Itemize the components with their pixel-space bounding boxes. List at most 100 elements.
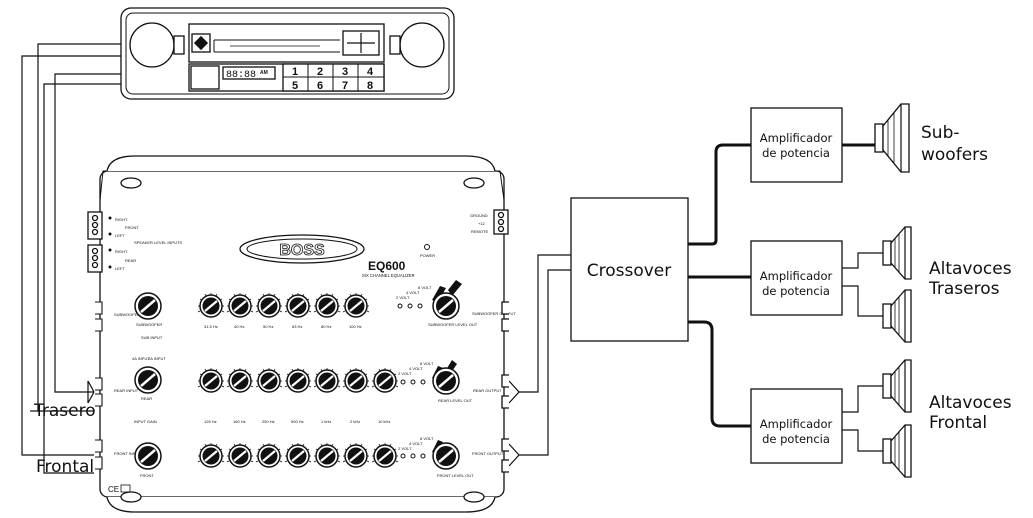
front-speakers-label-line1: Altavoces — [929, 393, 1012, 413]
sub-volt-2: 2 VOLT — [396, 295, 410, 300]
wiring — [21, 43, 883, 474]
input-gain-label: INPUT GAIN — [134, 419, 157, 424]
preset-buttons: 1 2 3 4 5 6 7 8 — [282, 63, 385, 92]
clock-display: 88:88 — [226, 70, 256, 81]
rear-speaker-lower — [882, 289, 912, 343]
rear-volt-2: 2 VOLT — [398, 371, 412, 376]
freq-40hz: 40 Hz — [234, 324, 244, 329]
rear-gain-knob[interactable] — [133, 365, 163, 395]
rear-speakers-label-line1: Altavoces — [929, 259, 1012, 279]
freq-10khz: 10 kHz — [378, 419, 390, 424]
front-level-label: FRONT LEVEL OUT — [437, 473, 474, 478]
front-knob-label: FRONT — [140, 473, 154, 478]
freq-160hz: 160 Hz — [233, 419, 246, 424]
rear-volt-8: 8 VOLT — [420, 361, 434, 366]
head-unit: 88:88 AM 1 2 3 4 5 6 7 8 — [120, 7, 455, 100]
power-terminals: GROUND +12 REMOTE — [470, 209, 509, 235]
remote-label: REMOTE — [471, 229, 488, 234]
preset-2[interactable]: 2 — [317, 66, 323, 78]
subwoofer-knob-label: SUBWOOFER — [136, 322, 162, 327]
amp-front-line2: de potencia — [762, 432, 830, 446]
frontal-label: Frontal — [36, 457, 94, 477]
trasero-label: Trasero — [33, 401, 96, 421]
amp-rear-line1: Amplificador — [760, 269, 833, 283]
front-volt-2: 2 VOLT — [398, 446, 412, 451]
freq-500hz: 500 Hz — [291, 419, 304, 424]
freq-50hz: 50 Hz — [263, 324, 273, 329]
subwoofer-output-label: SUBWOOFER OUTPUT — [472, 311, 516, 316]
freq-31-5hz: 31.5 Hz — [204, 324, 218, 329]
preset-3[interactable]: 3 — [342, 66, 348, 78]
equalizer-unit: RIGHT FRONT LEFT SPEAKER LEVEL INPUTS RI… — [87, 155, 516, 513]
input-right-rear: RIGHT — [115, 249, 128, 254]
sub-volt-8: 8 VOLT — [418, 285, 432, 290]
sub-volt-4: 4 VOLT — [406, 290, 420, 295]
subwoofer-level-label: SUBWOOFER LEVEL OUT — [428, 322, 478, 327]
amp-sub-line1: Amplificador — [760, 131, 833, 145]
subwoofer-level-knob[interactable] — [431, 291, 461, 321]
front-volt-8: 8 VOLT — [420, 436, 434, 441]
input-toggle-2a: 2A INPUT — [148, 356, 166, 361]
ce-mark: CE — [108, 485, 119, 494]
sub-input-toggle-label: SUB INPUT — [141, 335, 163, 340]
front-row: FRONT INPUT FRONT 2 VOLT 4 VOLT 8 VOLT F… — [94, 436, 509, 478]
subwoofer-speaker — [874, 103, 910, 173]
rear-speakers-label-line2: Traseros — [928, 279, 1000, 299]
front-gain-knob[interactable] — [133, 441, 163, 471]
rear-row: REAR INPUT REAR 4A INPUT 2A INPUT 2 VOLT… — [94, 356, 509, 409]
model-name: EQ600 — [368, 259, 406, 273]
freq-125hz: 125 Hz — [204, 419, 217, 424]
front-speakers-label-line2: Frontal — [929, 413, 987, 433]
front-speaker-upper — [882, 359, 912, 413]
front-output-label: FRONT OUTPUT — [472, 451, 504, 456]
input-toggle-4a: 4A INPUT — [132, 356, 150, 361]
front-input-label: FRONT INPUT — [114, 451, 141, 456]
brand-name: BOSS — [279, 242, 325, 259]
clock-suffix: AM — [260, 70, 268, 76]
freq-100hz: 100 Hz — [349, 324, 362, 329]
speaker-level-inputs: SPEAKER LEVEL INPUTS — [134, 240, 182, 245]
rear-output-label: REAR OUTPUT — [473, 388, 502, 393]
model-subtitle: SIX CHANNEL EQUALIZER — [362, 273, 415, 278]
row2-frequency-labels: 125 Hz 160 Hz 250 Hz 500 Hz 1 kHz 2 kHz … — [134, 419, 390, 424]
rear-speaker-upper — [882, 226, 912, 280]
subwoofer-gain-knob[interactable] — [133, 291, 163, 321]
freq-250hz: 250 Hz — [262, 419, 275, 424]
rear-knob-label: REAR — [141, 396, 152, 401]
input-rear: REAR — [125, 258, 136, 263]
freq-80hz: 80 Hz — [321, 324, 331, 329]
input-front: FRONT — [125, 225, 139, 230]
freq-2khz: 2 kHz — [350, 419, 360, 424]
rear-volt-4: 4 VOLT — [409, 366, 423, 371]
speaker-input-terminals: RIGHT FRONT LEFT SPEAKER LEVEL INPUTS RI… — [87, 211, 182, 273]
rear-level-label: REAR LEVEL OUT — [438, 398, 473, 403]
amp-rear-line2: de potencia — [762, 284, 830, 298]
amplifier-rear: Amplificador de potencia — [750, 240, 843, 316]
front-volt-4: 4 VOLT — [409, 441, 423, 446]
rear-level-knob[interactable] — [431, 366, 461, 396]
preset-6[interactable]: 6 — [317, 80, 323, 92]
input-left-front: LEFT — [115, 233, 125, 238]
preset-1[interactable]: 1 — [292, 66, 298, 78]
plus12-label: +12 — [478, 221, 486, 226]
preset-8[interactable]: 8 — [367, 80, 373, 92]
subwoofers-label-line2: woofers — [921, 145, 988, 165]
preset-5[interactable]: 5 — [292, 80, 298, 92]
freq-63hz: 63 Hz — [292, 324, 302, 329]
power-label: POWER — [420, 253, 435, 258]
freq-1khz: 1 kHz — [321, 419, 331, 424]
subwoofers-label-line1: Sub- — [921, 123, 960, 143]
input-left-rear: LEFT — [115, 266, 125, 271]
amp-front-line1: Amplificador — [760, 417, 833, 431]
input-right-front: RIGHT — [115, 217, 128, 222]
preset-7[interactable]: 7 — [342, 80, 348, 92]
crossover: Crossover — [570, 197, 689, 342]
subwoofer-row: SUBWOOFER INPUT SUBWOOFER SUB INPUT 31.5… — [94, 280, 516, 340]
front-speaker-lower — [882, 424, 912, 478]
front-level-knob[interactable] — [431, 441, 461, 471]
subwoofer-input-label: SUBWOOFER INPUT — [114, 312, 154, 317]
preset-4[interactable]: 4 — [367, 66, 374, 78]
amplifier-sub: Amplificador de potencia — [750, 107, 843, 183]
amplifier-front: Amplificador de potencia — [750, 388, 843, 464]
